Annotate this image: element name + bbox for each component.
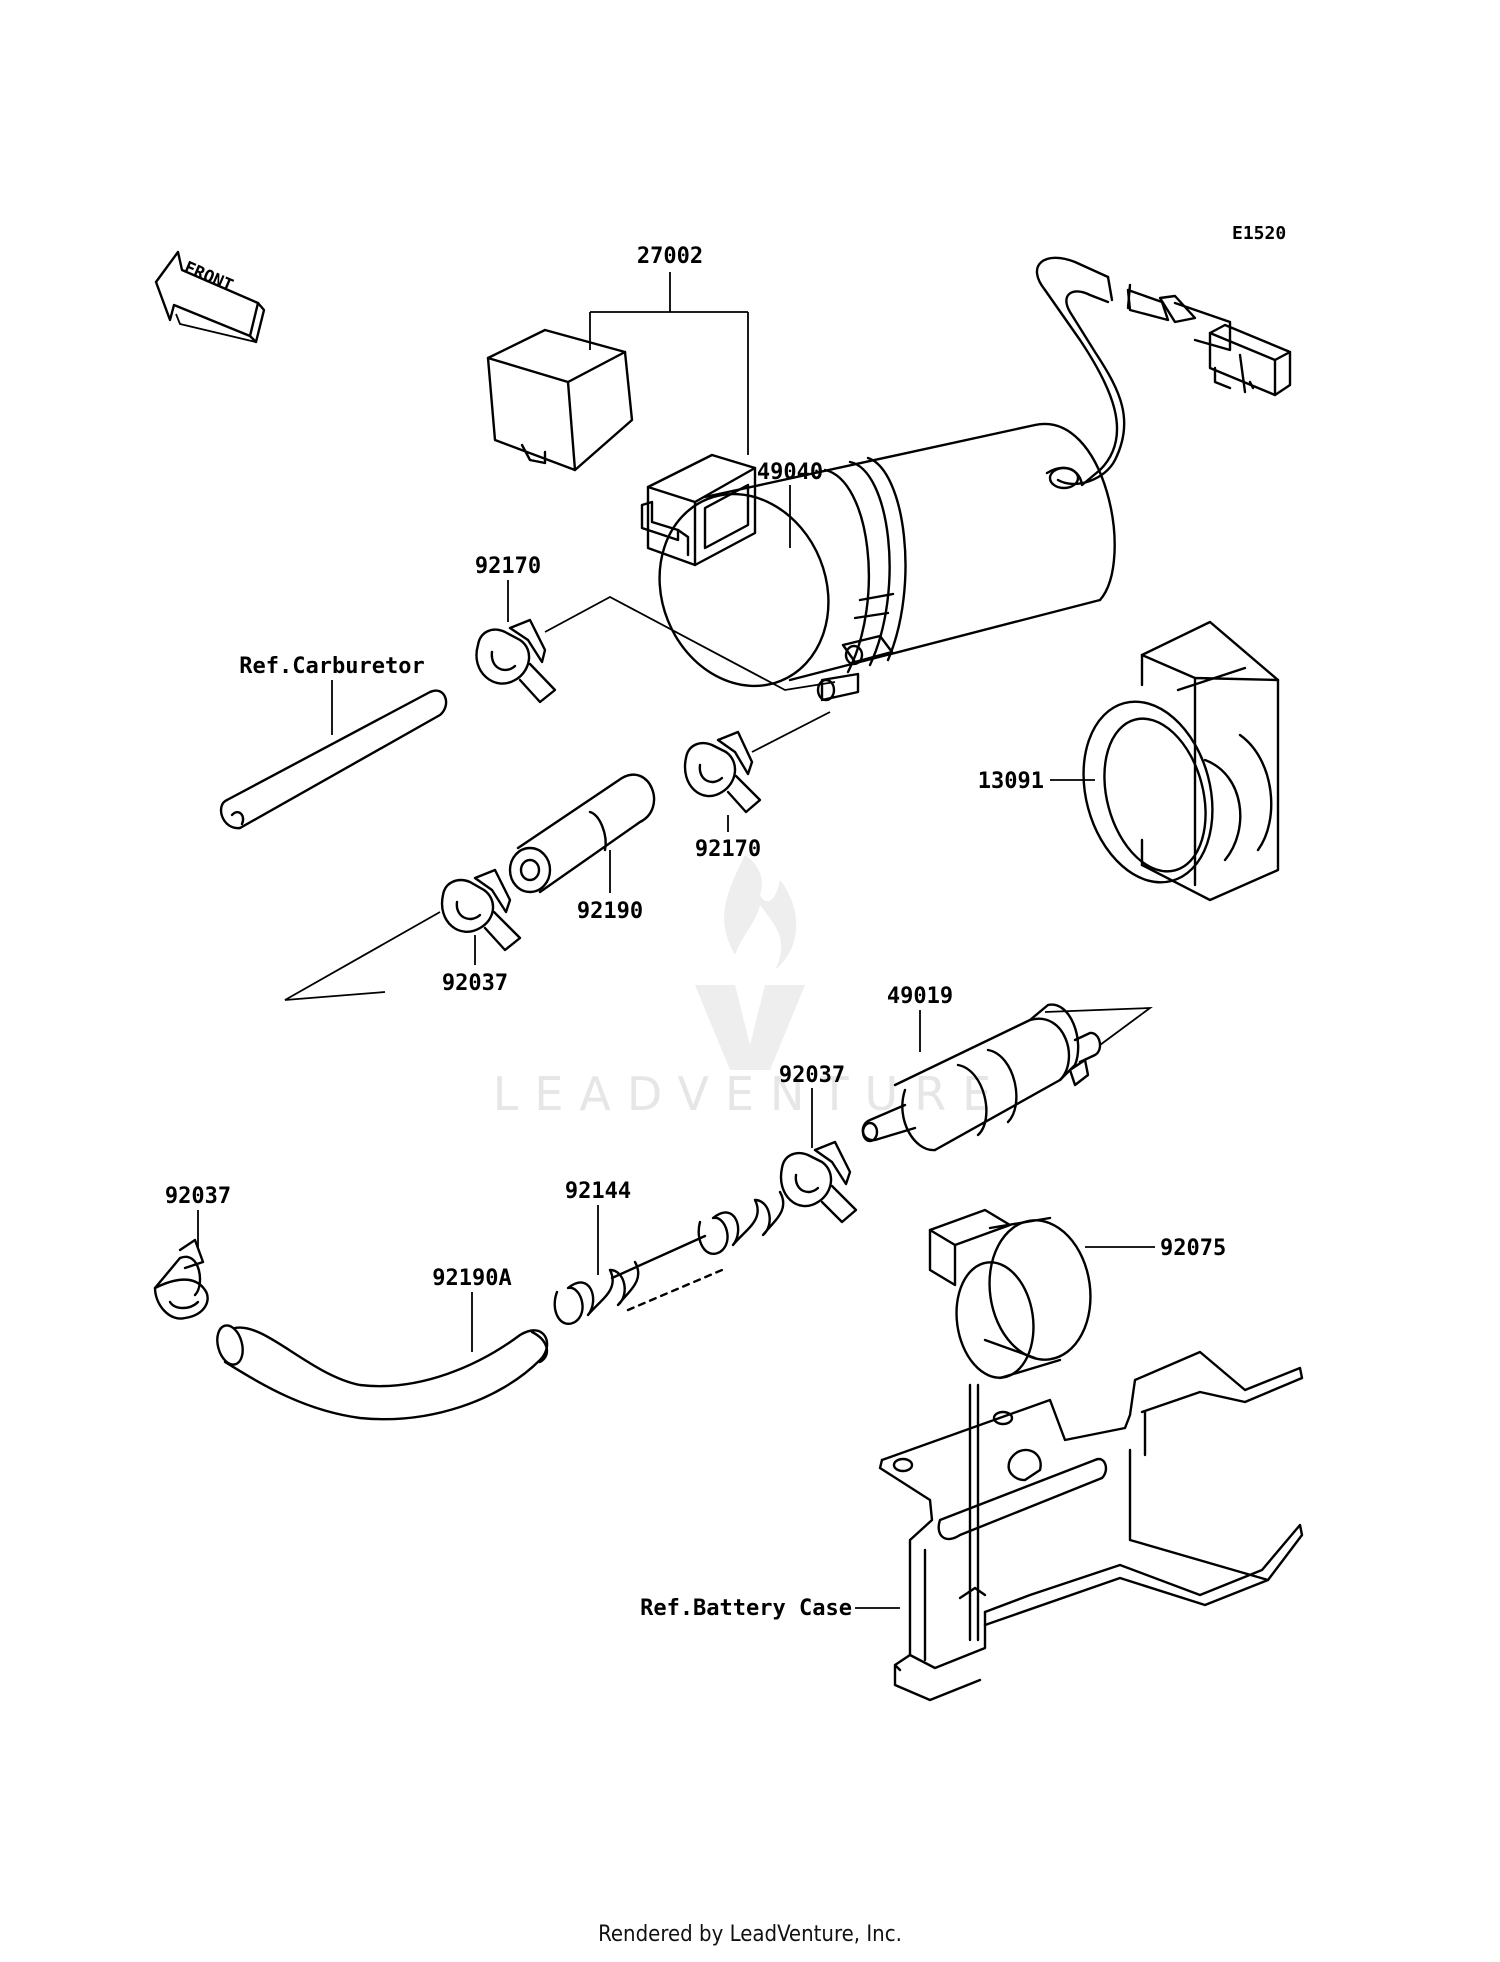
label-92170-top: 92170 xyxy=(475,554,541,579)
label-49019: 49019 xyxy=(887,984,953,1009)
label-ref-battery-case: Ref.Battery Case xyxy=(640,1596,852,1621)
label-92037-left: 92037 xyxy=(442,971,508,996)
label-92190: 92190 xyxy=(577,899,643,924)
fuel-pump-49040 xyxy=(658,256,1292,702)
clamp-92170-top xyxy=(475,618,557,704)
callout-92037-mid: 92037 xyxy=(779,1063,845,1148)
clamp-92037-bottom xyxy=(153,1238,209,1320)
ref-carburetor-hose xyxy=(219,689,448,830)
callout-49019: 49019 xyxy=(887,984,1153,1052)
label-13091: 13091 xyxy=(978,769,1044,794)
clamp-92037-left xyxy=(440,868,522,952)
footer-credit: Rendered by LeadVenture, Inc. xyxy=(598,1922,902,1947)
spring-92144 xyxy=(553,1190,785,1325)
relay-27002 xyxy=(486,328,757,567)
grommet-92075 xyxy=(928,1208,1092,1380)
label-92075: 92075 xyxy=(1160,1236,1226,1261)
watermark: LEADVENTURE xyxy=(493,855,1008,1121)
callout-92190: 92190 xyxy=(577,850,643,924)
callout-27002: 27002 xyxy=(589,244,749,455)
callout-92190a: 92190A xyxy=(432,1266,512,1352)
clamp-92170-mid xyxy=(683,730,762,814)
label-92037-mid: 92037 xyxy=(779,1063,845,1088)
callout-ref-battery-case: Ref.Battery Case xyxy=(640,1596,900,1621)
watermark-logo-icon xyxy=(695,855,805,1070)
callout-92075: 92075 xyxy=(1085,1236,1226,1261)
callout-49040: 49040 xyxy=(757,460,823,548)
bracket-13091 xyxy=(1082,620,1280,902)
label-92144: 92144 xyxy=(565,1179,631,1204)
label-49040: 49040 xyxy=(757,460,823,485)
label-92037-bottom: 92037 xyxy=(165,1184,231,1209)
hose-92190 xyxy=(508,773,656,894)
callout-92037-left: 92037 xyxy=(284,911,508,1001)
ref-battery-case-bracket xyxy=(878,1350,1304,1702)
watermark-text: LEADVENTURE xyxy=(493,1067,1008,1121)
callout-92144: 92144 xyxy=(565,1179,631,1275)
label-92170-mid: 92170 xyxy=(695,837,761,862)
callout-92037-bottom: 92037 xyxy=(165,1184,231,1248)
label-27002: 27002 xyxy=(637,244,703,269)
label-92190a: 92190A xyxy=(432,1266,511,1291)
callout-ref-carburetor: Ref.Carburetor xyxy=(239,654,425,735)
hose-92190a xyxy=(216,1324,549,1421)
filter-49019 xyxy=(861,1003,1102,1152)
diagram-code: E1520 xyxy=(1232,223,1286,244)
clamp-92037-mid xyxy=(779,1140,858,1224)
callout-92170-top: 92170 xyxy=(475,554,836,691)
front-arrow-label: FRONT xyxy=(181,258,236,296)
callout-13091: 13091 xyxy=(978,769,1095,794)
label-ref-carburetor: Ref.Carburetor xyxy=(239,654,424,679)
callout-92170-mid: 92170 xyxy=(695,711,831,862)
front-arrow-icon: FRONT xyxy=(154,250,266,344)
